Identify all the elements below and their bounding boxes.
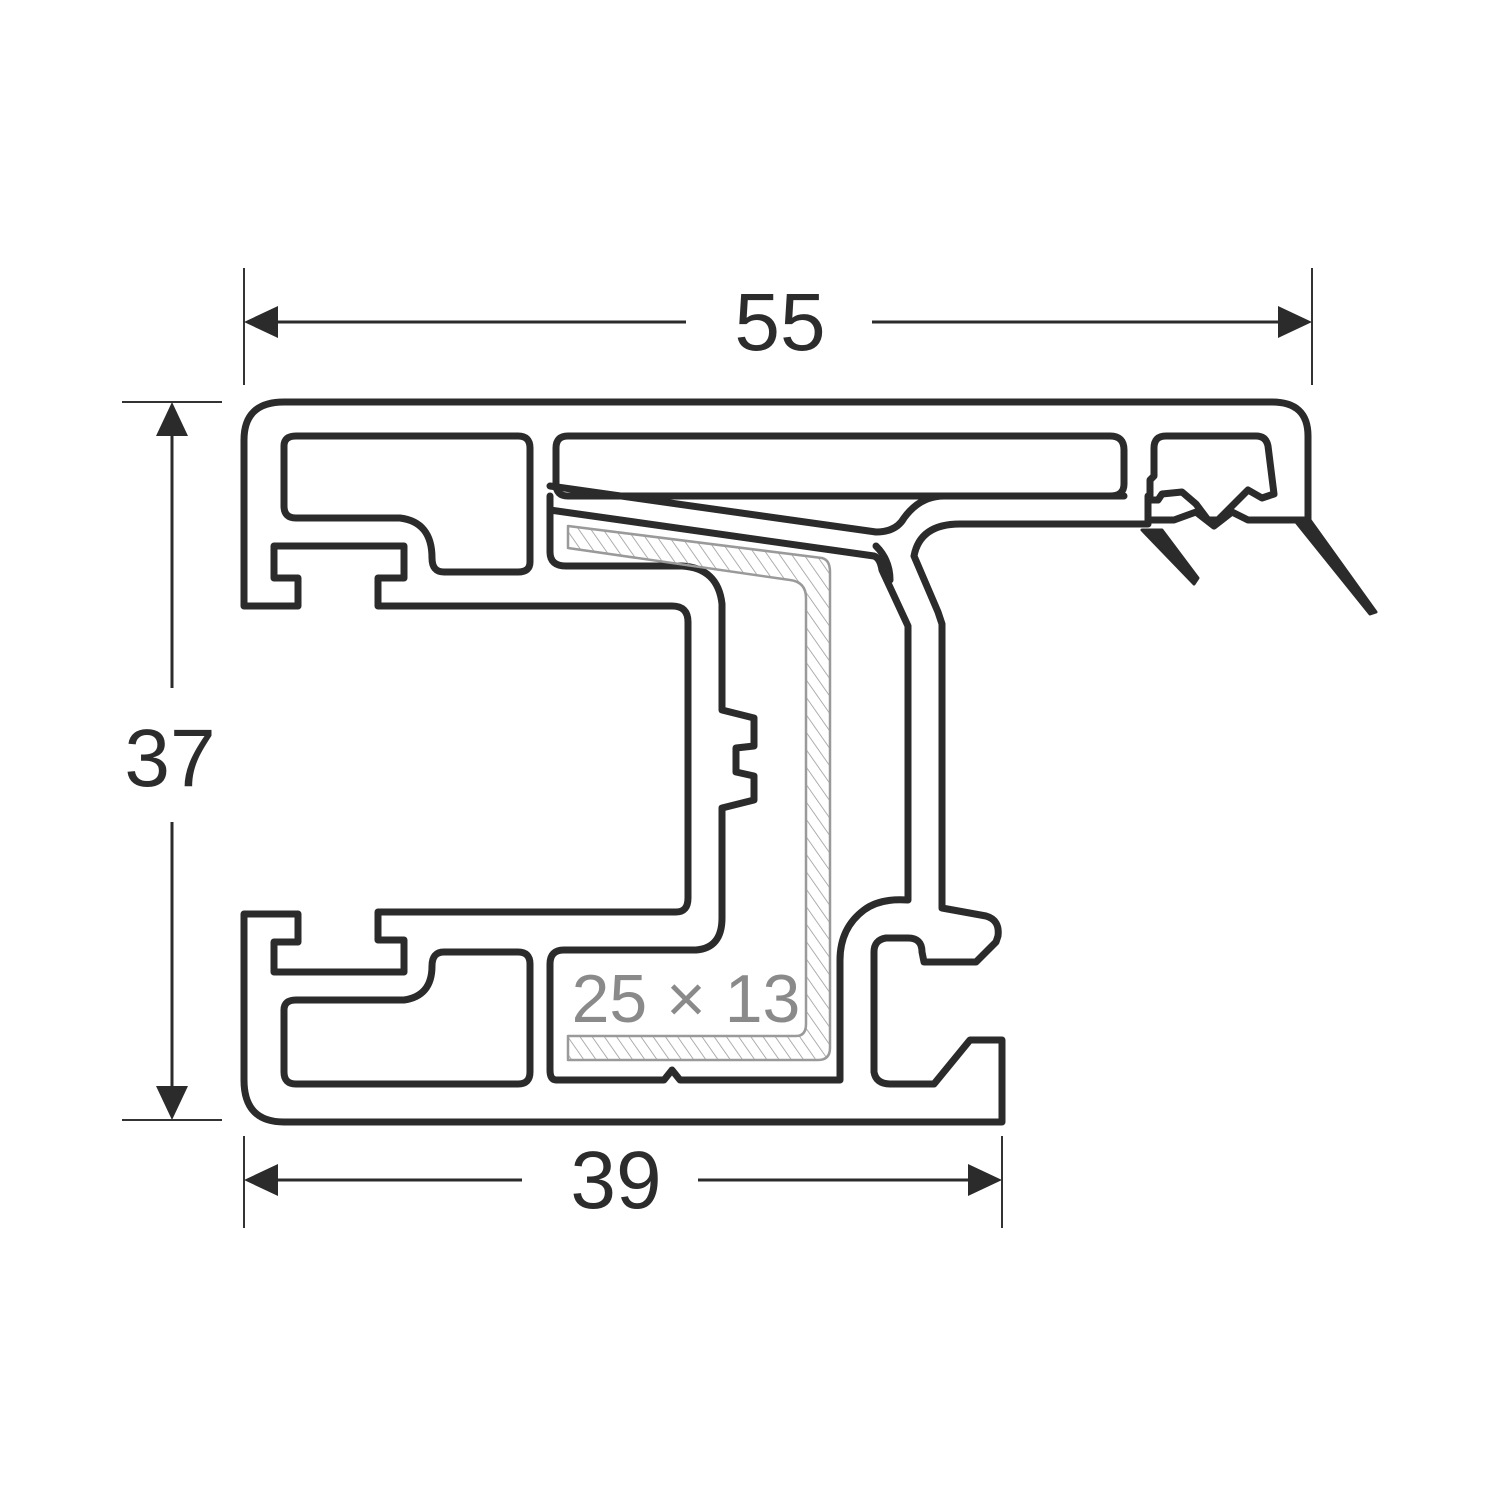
seal-lip-right [1294,518,1378,616]
seal-lips [1140,518,1378,616]
chamber-top-middle [552,432,1128,500]
chamber-bottom-left [280,948,534,1088]
profile-outline [240,398,1312,1126]
arrow-right-icon [968,1164,1002,1196]
dimension-label-height: 37 [124,713,215,804]
inner-channel [546,492,912,1084]
arrow-left-icon [244,306,278,338]
dimension-bottom: 39 [243,1135,1003,1228]
outer-contour [240,398,1312,1126]
inner-web [546,482,1128,536]
arrow-right-icon [1278,306,1312,338]
chamber-top-left [280,432,534,576]
insert-label: 25 × 13 [572,961,801,1037]
dimension-label-bottom: 39 [570,1135,661,1226]
arrow-left-icon [244,1164,278,1196]
insert-section [566,524,832,1062]
dimension-top: 55 [243,268,1313,385]
dimension-left: 37 [122,401,222,1121]
seal-lip-left [1140,528,1200,586]
steel-insert: 25 × 13 [566,524,832,1062]
dimension-label-top: 55 [734,277,825,368]
arrow-up-icon [156,402,188,436]
vertical-leg [872,542,894,584]
arrow-down-icon [156,1086,188,1120]
